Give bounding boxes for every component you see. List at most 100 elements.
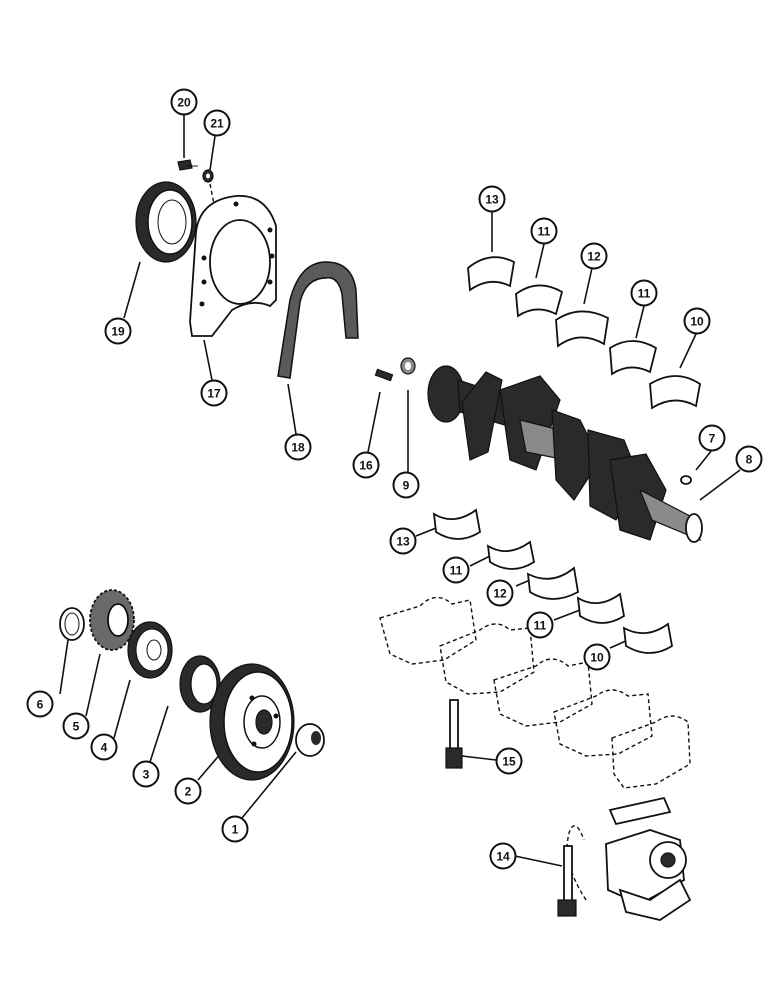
callout-number: 1 xyxy=(232,823,239,837)
callout-11: 11 xyxy=(530,217,558,245)
callout-7: 7 xyxy=(698,424,726,452)
assembly-line xyxy=(209,183,217,215)
callout-12: 12 xyxy=(580,242,608,270)
callout-layer: 2021191718169131112111078131112111065432… xyxy=(26,88,763,870)
callout-number: 13 xyxy=(396,535,410,549)
callout-number: 11 xyxy=(638,287,651,301)
callout-circle xyxy=(442,556,470,584)
callout-circle xyxy=(478,185,506,213)
callout-number: 11 xyxy=(450,564,463,578)
callout-number: 20 xyxy=(177,96,191,110)
callout-number: 11 xyxy=(534,619,547,633)
bearing-shell-icon xyxy=(432,508,673,654)
callout-number: 12 xyxy=(587,250,601,264)
callout-number: 10 xyxy=(590,651,604,665)
gear-icon xyxy=(89,589,135,651)
callout-number: 17 xyxy=(207,387,221,401)
callout-circle xyxy=(104,317,132,345)
callout-circle xyxy=(90,733,118,761)
callout-10: 10 xyxy=(683,307,711,335)
callout-15: 15 xyxy=(495,747,523,775)
pulley-icon xyxy=(209,663,295,781)
callout-number: 13 xyxy=(485,193,499,207)
callout-9: 9 xyxy=(392,471,420,499)
callout-8: 8 xyxy=(735,445,763,473)
slinger-icon xyxy=(127,621,173,679)
callout-circle xyxy=(698,424,726,452)
callout-number: 15 xyxy=(502,755,516,769)
bearing-shell-icon xyxy=(467,256,701,410)
callout-11: 11 xyxy=(526,611,554,639)
callout-number: 14 xyxy=(496,850,510,864)
bolt-icon xyxy=(557,845,577,917)
callout-number: 6 xyxy=(37,698,44,712)
callout-number: 2 xyxy=(185,785,192,799)
callout-18: 18 xyxy=(284,433,312,461)
callout-16: 16 xyxy=(352,451,380,479)
callout-number: 5 xyxy=(73,720,80,734)
bolt-icon xyxy=(445,699,463,769)
callout-number: 7 xyxy=(709,432,716,446)
callout-2: 2 xyxy=(174,777,202,805)
leader-lines xyxy=(59,114,741,867)
callout-21: 21 xyxy=(203,109,231,137)
callout-circle xyxy=(200,379,228,407)
callout-circle xyxy=(62,712,90,740)
callout-number: 19 xyxy=(111,325,125,339)
callout-4: 4 xyxy=(90,733,118,761)
callout-10: 10 xyxy=(583,643,611,671)
bushing-icon xyxy=(400,357,416,375)
spacer-icon xyxy=(59,607,85,641)
oil-pump-icon xyxy=(566,796,692,921)
dowel-icon xyxy=(374,368,394,382)
callout-circle xyxy=(526,611,554,639)
callout-circle xyxy=(174,777,202,805)
callout-5: 5 xyxy=(62,712,90,740)
callout-circle xyxy=(389,527,417,555)
callout-3: 3 xyxy=(132,760,160,788)
callout-13: 13 xyxy=(478,185,506,213)
callout-1: 1 xyxy=(221,815,249,843)
callout-circle xyxy=(352,451,380,479)
callout-11: 11 xyxy=(630,279,658,307)
callout-circle xyxy=(735,445,763,473)
callout-6: 6 xyxy=(26,690,54,718)
crankshaft-icon xyxy=(427,365,703,543)
callout-number: 10 xyxy=(690,315,704,329)
cap-screw-icon xyxy=(177,159,198,171)
callout-circle xyxy=(132,760,160,788)
callout-circle xyxy=(530,217,558,245)
callout-number: 3 xyxy=(143,768,150,782)
callout-circle xyxy=(489,842,517,870)
callout-number: 9 xyxy=(403,479,410,493)
callout-circle xyxy=(580,242,608,270)
callout-circle xyxy=(683,307,711,335)
callout-circle xyxy=(583,643,611,671)
oil-seal-icon xyxy=(135,181,197,263)
callout-circle xyxy=(495,747,523,775)
bearing-cap-icon xyxy=(379,596,691,789)
callout-11: 11 xyxy=(442,556,470,584)
callout-20: 20 xyxy=(170,88,198,116)
callout-circle xyxy=(221,815,249,843)
gasket-icon xyxy=(277,261,359,379)
washer-icon xyxy=(202,169,214,183)
cap-icon xyxy=(295,723,325,757)
callout-17: 17 xyxy=(200,379,228,407)
callout-number: 11 xyxy=(538,225,551,239)
callout-circle xyxy=(203,109,231,137)
callout-12: 12 xyxy=(486,579,514,607)
callout-14: 14 xyxy=(489,842,517,870)
callout-circle xyxy=(630,279,658,307)
callout-13: 13 xyxy=(389,527,417,555)
callout-circle xyxy=(284,433,312,461)
callout-number: 16 xyxy=(359,459,373,473)
key-icon xyxy=(680,475,692,485)
callout-number: 18 xyxy=(291,441,305,455)
callout-number: 21 xyxy=(210,117,224,131)
retainer-plate-icon xyxy=(189,195,277,337)
oil-seal-icon xyxy=(179,655,221,713)
callout-number: 12 xyxy=(493,587,507,601)
callout-circle xyxy=(170,88,198,116)
